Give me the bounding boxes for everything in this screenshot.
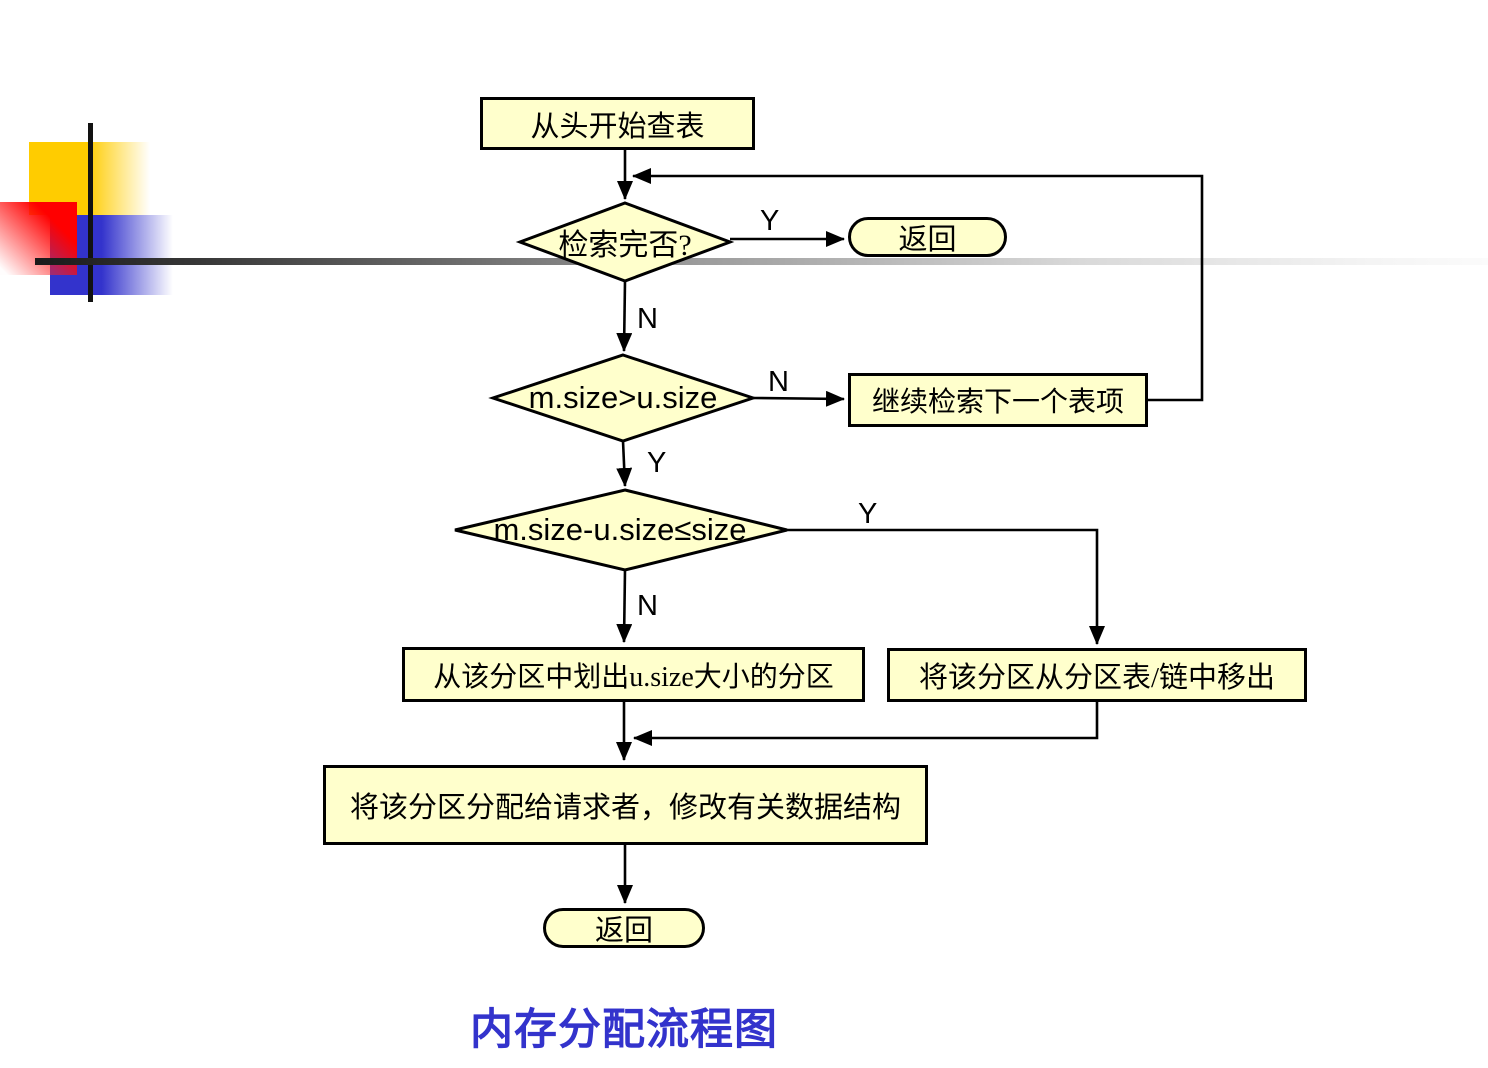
node-start: 从头开始查表 [480,97,755,150]
edge-label-sizecheck-no: N [768,366,789,398]
node-return-bottom: 返回 [543,908,705,948]
decision-size-diff-shape [454,488,788,572]
edge-label-sizediff-yes: Y [858,498,878,530]
node-carve-partition: 从该分区中划出u.size大小的分区 [402,647,865,702]
edge-sizediff-yes [787,528,1105,645]
edge-label-checkdone-no: N [637,303,658,335]
edge-checkdone-no [616,280,633,352]
decision-size-check-label: m.size>u.size [528,380,718,415]
edge-label-checkdone-yes: Y [760,205,780,237]
decision-check-done-shape [515,201,735,283]
slide-caption: 内存分配流程图 [470,1006,778,1054]
edge-remove-merge [633,702,1099,746]
decision-check-done-label: 检索完否? [558,229,692,262]
node-continue-search: 继续检索下一个表项 [848,373,1148,427]
decoration-vertical-line [88,123,93,302]
edge-sizecheck-no [752,390,845,407]
node-allocate-partition: 将该分区分配给请求者，修改有关数据结构 [323,765,928,845]
node-return-top: 返回 [848,217,1007,257]
edge-sizecheck-yes [616,440,633,487]
edge-sizediff-no [616,569,633,643]
node-remove-partition: 将该分区从分区表/链中移出 [887,648,1307,702]
edge-loopback [632,168,1204,402]
decision-size-check-shape [488,353,758,443]
edge-label-sizediff-no: N [637,590,658,622]
edge-label-sizecheck-yes: Y [647,447,667,479]
decoration-horizontal-line [35,258,1488,265]
decision-size-diff-label: m.size-u.size≤size [493,512,747,547]
